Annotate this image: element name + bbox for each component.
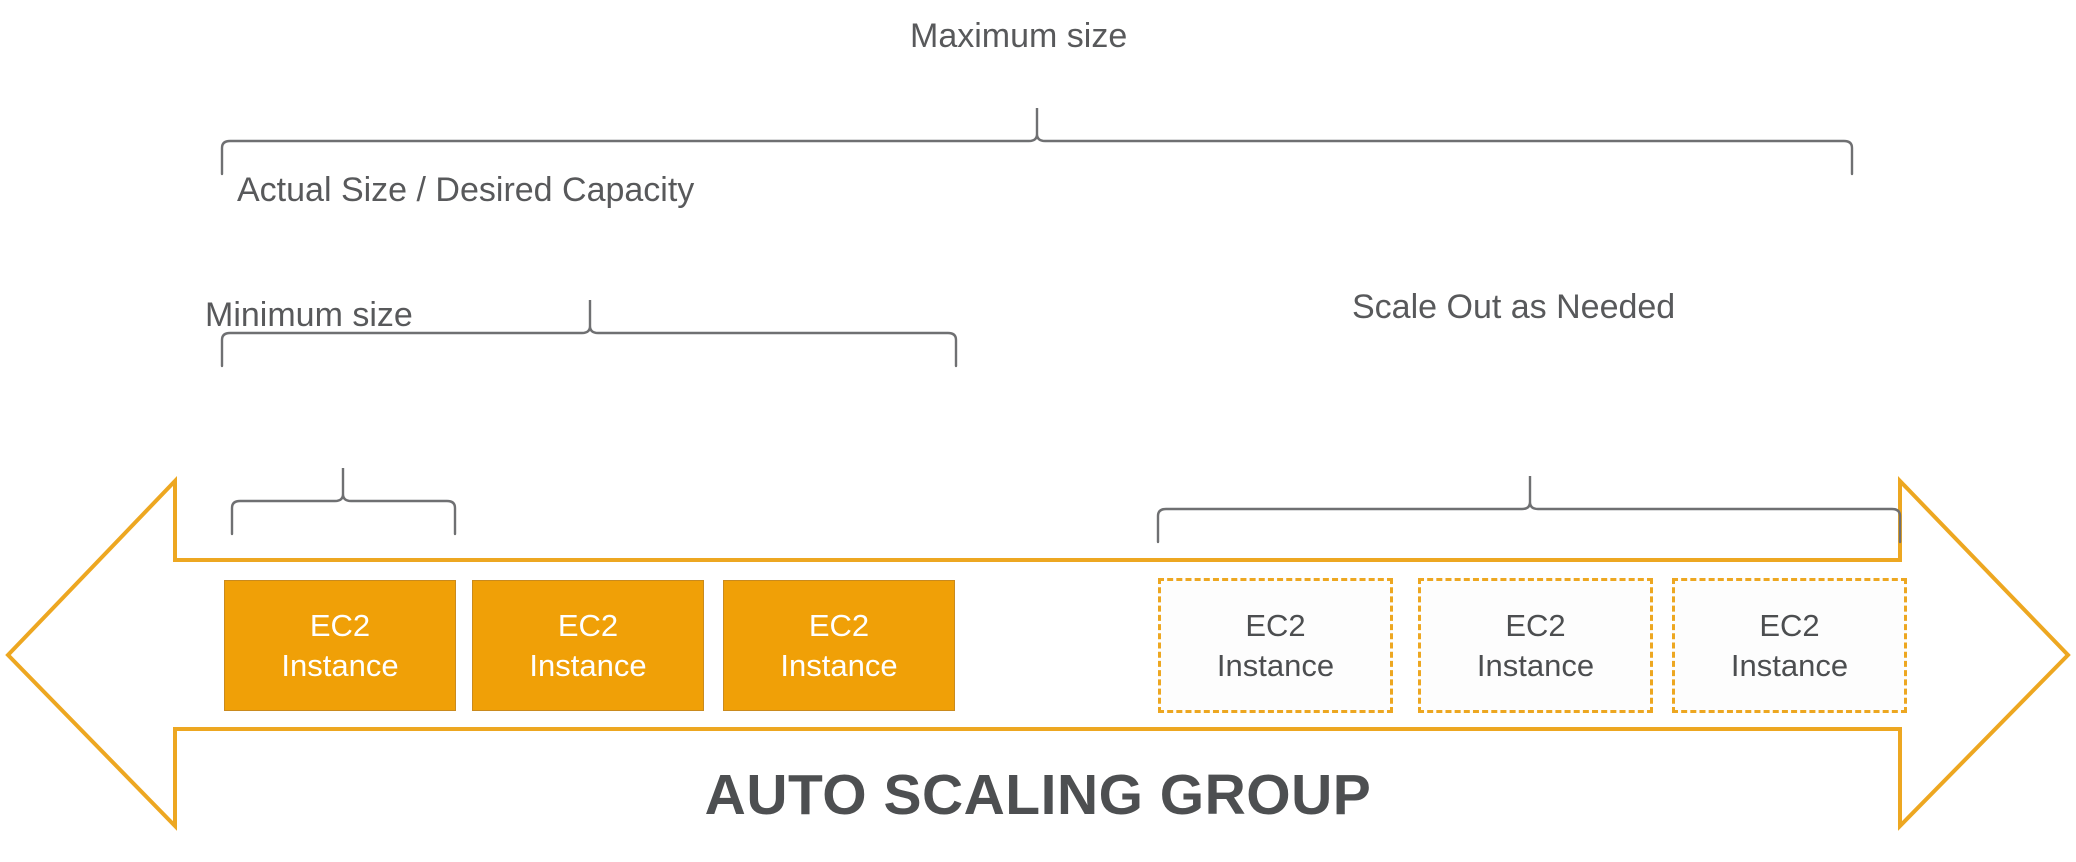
bracket-label-actual-size: Actual Size / Desired Capacity [237, 171, 695, 209]
ec2-instance-pending-3[interactable]: EC2 Instance [1672, 578, 1907, 713]
ec2-instance-role: Instance [529, 647, 647, 683]
bracket-maximum-size [220, 108, 1854, 176]
ec2-instance-role: Instance [1476, 647, 1595, 683]
bracket-scale-out [1156, 476, 1902, 544]
ec2-instance-pending-1[interactable]: EC2 Instance [1158, 578, 1393, 713]
ec2-instance-name: EC2 [1245, 607, 1306, 643]
auto-scaling-group-title: AUTO SCALING GROUP [704, 763, 1372, 827]
ec2-instance-role: Instance [1216, 647, 1335, 683]
ec2-instance-pending-2[interactable]: EC2 Instance [1418, 578, 1653, 713]
ec2-instance-name: EC2 [309, 607, 371, 643]
bracket-minimum-size [230, 468, 457, 536]
ec2-instance-running-3[interactable]: EC2 Instance [723, 580, 955, 711]
ec2-instance-running-1[interactable]: EC2 Instance [224, 580, 456, 711]
bracket-label-maximum-size: Maximum size [910, 17, 1128, 55]
ec2-instance-name: EC2 [808, 607, 870, 643]
ec2-instance-role: Instance [1730, 647, 1849, 683]
ec2-instance-role: Instance [281, 647, 399, 683]
ec2-instance-name: EC2 [557, 607, 619, 643]
ec2-instance-role: Instance [780, 647, 898, 683]
ec2-instance-running-2[interactable]: EC2 Instance [472, 580, 704, 711]
ec2-instance-name: EC2 [1759, 607, 1820, 643]
bracket-label-scale-out: Scale Out as Needed [1352, 288, 1676, 326]
ec2-instance-name: EC2 [1505, 607, 1566, 643]
bracket-label-minimum-size: Minimum size [205, 296, 413, 334]
